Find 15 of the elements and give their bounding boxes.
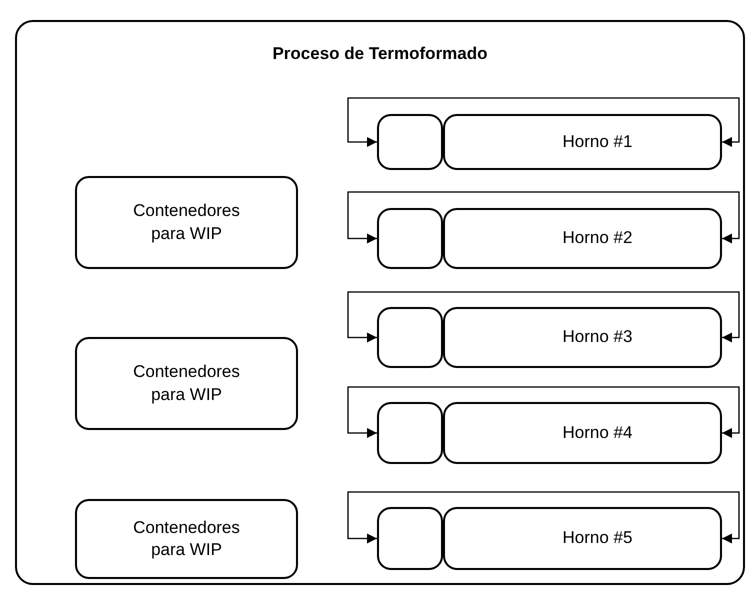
oven-box: Horno #2 bbox=[443, 208, 722, 269]
area-title: Proceso de Termoformado bbox=[271, 44, 489, 64]
oven-box: Horno #3 bbox=[443, 307, 722, 368]
container-box: Contenedores para WIP bbox=[75, 499, 298, 579]
loop-arrow bbox=[347, 491, 740, 544]
container-box: Contenedores para WIP bbox=[75, 176, 298, 269]
loop-arrow bbox=[347, 97, 740, 147]
loop-arrow bbox=[347, 291, 740, 342]
process-area bbox=[15, 20, 745, 585]
loop-arrow bbox=[347, 386, 740, 438]
oven-box: Horno #5 bbox=[443, 507, 722, 570]
container-box: Contenedores para WIP bbox=[75, 337, 298, 430]
oven-box: Horno #1 bbox=[443, 114, 722, 170]
oven-box: Horno #4 bbox=[443, 402, 722, 464]
loop-arrow bbox=[347, 191, 740, 244]
